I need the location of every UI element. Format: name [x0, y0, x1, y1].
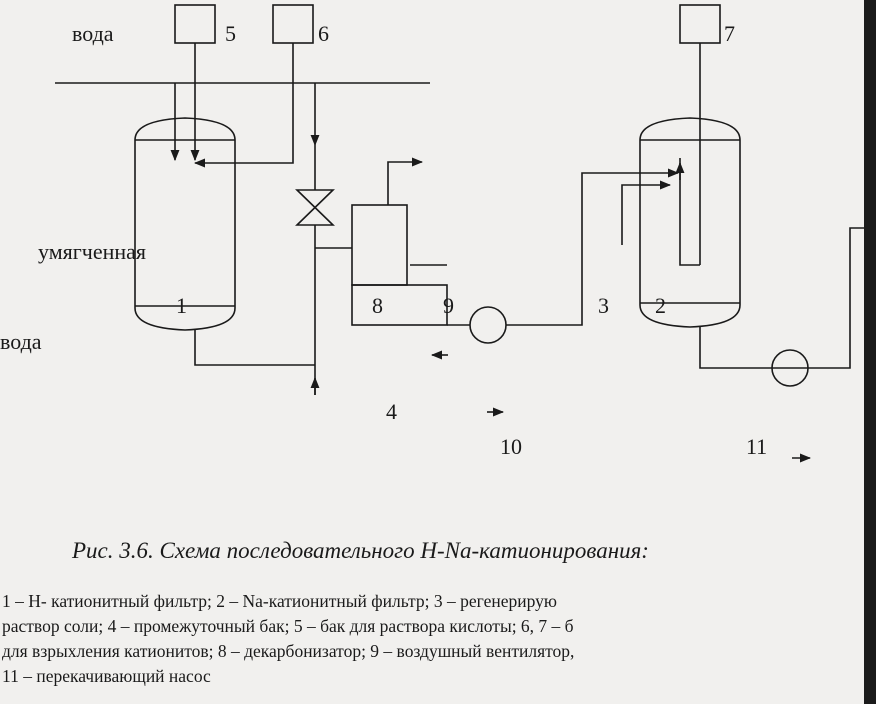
- valve: [295, 189, 335, 226]
- label-9: 9: [443, 293, 454, 318]
- label-water-in: вода: [72, 21, 114, 46]
- legend-line-3: для взрыхления катионитов; 8 – декарбони…: [2, 641, 575, 661]
- label-2: 2: [655, 293, 666, 318]
- pump-9: [469, 306, 507, 344]
- label-6: 6: [318, 21, 329, 46]
- label-3: 3: [598, 293, 609, 318]
- label-softened-water: вода: [0, 329, 42, 354]
- label-7: 7: [724, 21, 735, 46]
- legend-line-4: 11 – перекачивающий насос: [2, 666, 211, 686]
- intermediate-tank: [351, 284, 448, 326]
- figure-caption: Рис. 3.6. Схема последовательного H-Na-к…: [72, 538, 649, 563]
- tank-7: [679, 4, 721, 44]
- label-4: 4: [386, 399, 397, 424]
- label-8: 8: [372, 293, 383, 318]
- label-5: 5: [225, 21, 236, 46]
- page-edge-shadow: [864, 0, 876, 704]
- tank-6: [272, 4, 314, 44]
- filter-2: [639, 117, 741, 328]
- label-10: 10: [500, 434, 522, 459]
- label-11: 11: [746, 434, 768, 459]
- filter-1: [134, 117, 236, 331]
- legend-line-2: раствор соли; 4 – промежуточный бак; 5 –…: [2, 616, 574, 636]
- decarbonizer-8: [351, 204, 408, 286]
- tank-5: [174, 4, 216, 44]
- legend-line-1: 1 – H- катионитный фильтр; 2 – Na-катион…: [2, 591, 557, 611]
- label-softened: умягченная: [38, 239, 147, 264]
- process-diagram: [55, 4, 865, 463]
- label-1: 1: [176, 293, 187, 318]
